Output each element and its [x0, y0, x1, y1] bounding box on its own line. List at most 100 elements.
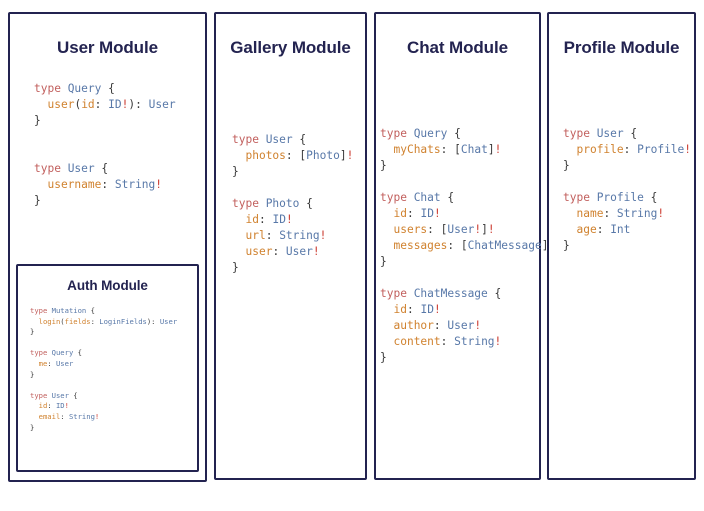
- code-token-type: Photo: [265, 197, 300, 210]
- code-token-punct: }: [30, 422, 35, 432]
- code-token-field: photos: [245, 149, 286, 162]
- code-token-field: me: [38, 358, 48, 368]
- code-token-field: user: [47, 98, 75, 111]
- code-token-field: users: [393, 223, 428, 236]
- code-token-punct: (: [74, 98, 82, 111]
- code-token-bang: !: [285, 213, 293, 226]
- code-token-punct: :: [406, 303, 421, 316]
- code-token-type: User: [596, 127, 624, 140]
- code-token-type: Query: [413, 127, 448, 140]
- panel-profile-module[interactable]: Profile Module type User { profile: Prof…: [547, 12, 696, 480]
- code-token-bang: !: [319, 229, 327, 242]
- code-token-type: ID: [108, 98, 122, 111]
- code-token-bang: !: [121, 98, 129, 111]
- code-token-punct: [232, 149, 245, 162]
- code-line: username: String!: [34, 178, 162, 191]
- code-token-type: User: [447, 223, 475, 236]
- code-token-punct: {: [440, 191, 455, 204]
- code-token-type: User: [55, 358, 74, 368]
- code-line: type User {: [232, 133, 306, 146]
- code-token-kw: type: [380, 287, 414, 300]
- code-token-punct: [34, 98, 47, 111]
- code-token-field: fields: [64, 316, 91, 326]
- code-line: id: ID!: [30, 401, 69, 410]
- code-line: email: String!: [30, 411, 100, 421]
- code-token-type: ID: [420, 207, 434, 220]
- code-token-punct: [30, 359, 39, 368]
- code-token-punct: [232, 245, 245, 258]
- code-line: users: [User!]!: [380, 223, 494, 236]
- code-token-type: Profile: [637, 143, 685, 156]
- panel-title-auth-module: Auth Module: [67, 278, 148, 293]
- code-token-kw: type: [380, 191, 414, 204]
- code-token-field: name: [576, 207, 604, 220]
- code-token-field: id: [393, 303, 407, 316]
- code-token-punct: [30, 317, 39, 326]
- code-token-punct: [30, 412, 39, 421]
- code-line: type Query {: [34, 82, 115, 95]
- code-line: author: User!: [380, 319, 481, 332]
- code-token-punct: :: [47, 401, 56, 411]
- panel-user-module[interactable]: User Module type Query { user(id: ID!): …: [8, 12, 207, 482]
- code-token-punct: :: [101, 178, 115, 191]
- code-token-punct: :: [596, 223, 611, 236]
- code-token-punct: (: [60, 316, 65, 326]
- code-token-punct: {: [623, 127, 638, 140]
- code-token-type: String: [279, 229, 320, 242]
- code-token-punct: :: [406, 207, 421, 220]
- code-line: type User {: [34, 162, 108, 175]
- code-token-type: Int: [610, 223, 631, 236]
- code-line: }: [563, 239, 570, 252]
- panel-auth-module[interactable]: Auth Module type Mutation { login(fields…: [16, 264, 199, 472]
- code-line: type ChatMessage {: [380, 287, 501, 300]
- code-line: profile: Profile!: [563, 143, 691, 156]
- code-token-type: ID: [420, 303, 434, 316]
- code-line: id: ID!: [232, 213, 293, 226]
- code-token-kw: type: [34, 162, 68, 175]
- code-token-punct: {: [86, 306, 95, 315]
- code-token-punct: }: [380, 159, 387, 172]
- code-token-field: author: [393, 319, 434, 332]
- code-token-punct: : [: [440, 143, 461, 156]
- code-token-punct: }: [34, 114, 41, 127]
- code-token-punct: }: [30, 369, 35, 379]
- code-token-punct: [380, 223, 393, 236]
- code-line: type Photo {: [232, 197, 313, 210]
- code-token-punct: {: [292, 133, 307, 146]
- panel-gallery-module[interactable]: Gallery Module type User { photos: [Phot…: [214, 12, 367, 480]
- code-token-punct: }: [232, 261, 239, 274]
- code-token-punct: :: [258, 213, 273, 226]
- code-token-field: user: [245, 245, 273, 258]
- code-token-field: profile: [576, 143, 624, 156]
- code-line: }: [380, 351, 387, 364]
- code-token-field: id: [81, 98, 95, 111]
- code-token-field: username: [47, 178, 102, 191]
- code-token-punct: : [: [285, 149, 307, 162]
- code-line: }: [34, 114, 41, 127]
- code-token-punct: ):: [146, 316, 160, 326]
- code-token-punct: [30, 401, 39, 410]
- code-token-punct: {: [101, 82, 115, 95]
- code-token-punct: }: [563, 239, 570, 252]
- panel-title-chat-module: Chat Module: [407, 38, 508, 57]
- code-line: }: [30, 423, 34, 432]
- code-token-type: Profile: [596, 191, 644, 204]
- code-token-punct: :: [440, 335, 455, 348]
- code-token-bang: !: [94, 411, 100, 421]
- code-block-gallery-module: type User { photos: [Photo]! } type Phot…: [232, 132, 353, 276]
- panel-chat-module[interactable]: Chat Module type Query { myChats: [Chat]…: [374, 12, 555, 480]
- code-token-type: User: [285, 245, 313, 258]
- code-token-punct: }: [34, 194, 41, 207]
- code-token-punct: [380, 319, 393, 332]
- code-token-punct: :: [272, 245, 286, 258]
- code-token-field: email: [38, 411, 61, 421]
- code-token-punct: : [: [447, 239, 468, 252]
- code-block-chat-module: type Query { myChats: [Chat]! } type Cha…: [380, 126, 555, 366]
- code-token-bang: !: [684, 143, 692, 156]
- code-token-punct: [380, 143, 393, 156]
- code-token-field: messages: [393, 239, 448, 252]
- code-token-punct: [563, 143, 576, 156]
- code-token-punct: ):: [128, 98, 149, 111]
- code-token-kw: type: [30, 348, 52, 358]
